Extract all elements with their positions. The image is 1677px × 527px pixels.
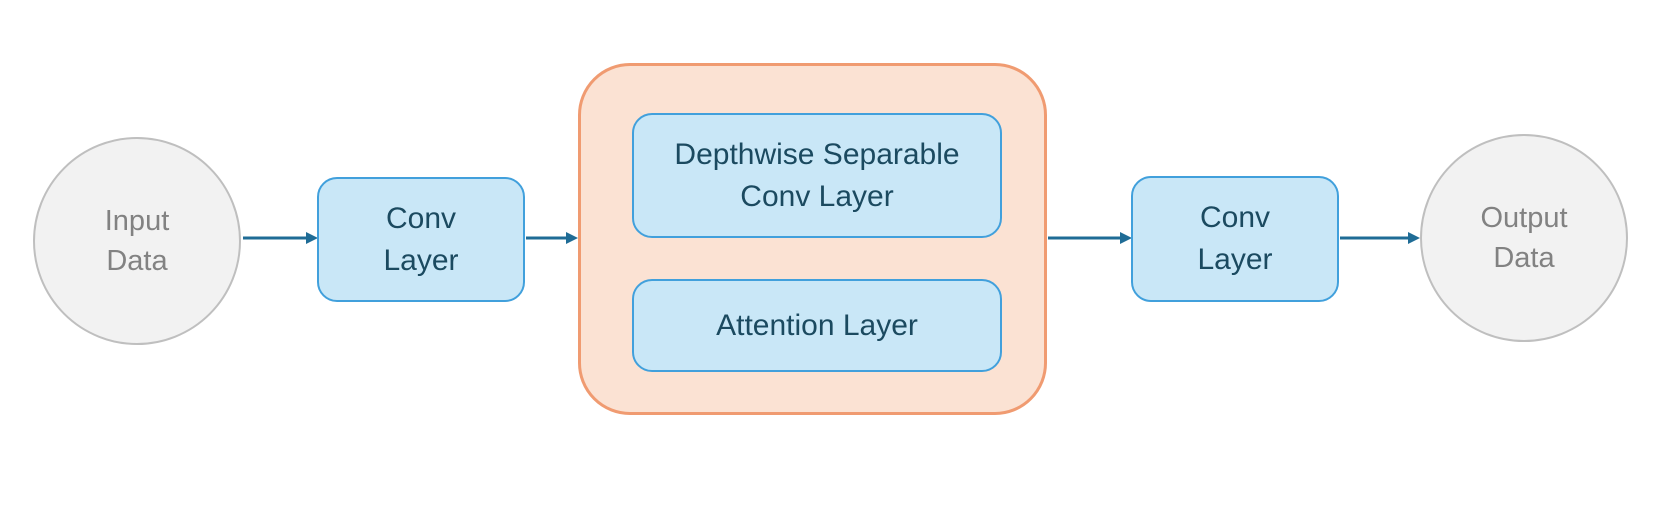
node-attention-layer: Attention Layer <box>632 279 1002 372</box>
node-conv-layer-1: Conv Layer <box>317 177 525 302</box>
node-depthwise-separable-conv-layer: Depthwise Separable Conv Layer <box>632 113 1002 238</box>
node-input-data: Input Data <box>33 137 241 345</box>
node-attention-layer-label: Attention Layer <box>716 308 918 342</box>
node-conv-layer-2-label: Conv Layer <box>1197 201 1273 276</box>
node-output-data-label: Output Data <box>1480 202 1568 274</box>
node-depthwise-separable-conv-layer-label: Depthwise Separable Conv Layer <box>674 137 960 213</box>
node-input-data-label: Input Data <box>104 205 170 277</box>
node-output-data: Output Data <box>1420 134 1628 342</box>
node-conv-layer-1-label: Conv Layer <box>383 201 459 277</box>
node-conv-layer-2: Conv Layer <box>1131 176 1339 302</box>
